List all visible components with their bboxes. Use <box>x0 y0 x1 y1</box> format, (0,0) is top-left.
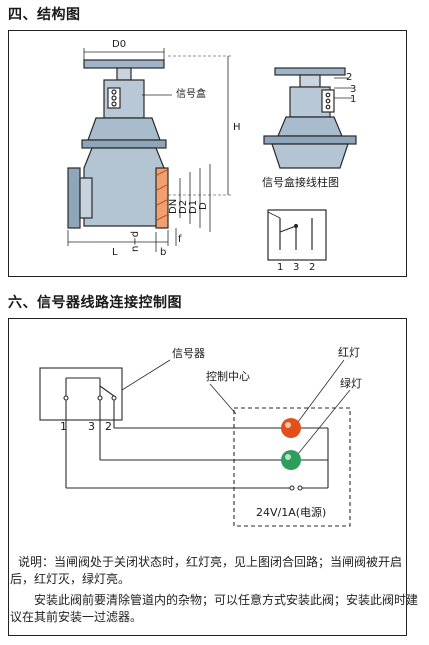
label-bottom-2: 2 <box>309 262 315 273</box>
label-red-light: 红灯 <box>338 346 360 359</box>
label-l: L <box>112 247 118 258</box>
label-b: b <box>160 247 166 258</box>
red-light-leader <box>297 359 345 423</box>
label-dn: DN <box>168 199 179 214</box>
note-line-1: 说明：当闸阀处于关闭状态时，红灯亮，见上图闭合回路；当闸阀被开启后，红灯灭，绿灯… <box>10 555 403 586</box>
section4-heading: 四、结构图 <box>8 7 81 23</box>
power-terminal-right <box>297 485 303 491</box>
terminal-2-point <box>111 395 117 401</box>
terminal-wiring-box <box>267 209 327 261</box>
label-bottom-3: 3 <box>293 262 299 273</box>
right-flange-section <box>155 167 169 229</box>
label-control-center: 控制中心 <box>206 369 250 383</box>
label-d1: D1 <box>188 200 199 214</box>
control-center-box <box>233 407 351 527</box>
signaler-leader <box>121 359 171 391</box>
signaler-box <box>39 367 123 421</box>
label-d: D <box>198 202 209 210</box>
label-f: f <box>178 234 182 245</box>
control-center-leader <box>209 383 237 415</box>
section6-heading: 六、信号器线路连接控制图 <box>8 295 182 311</box>
notes-block: 说明：当闸阀处于关闭状态时，红灯亮，见上图闭合回路；当闸阀被开启后，红灯灭，绿灯… <box>10 554 418 626</box>
label-h: H <box>233 122 241 133</box>
red-light <box>281 418 301 438</box>
green-light <box>281 450 301 470</box>
label-green-light: 绿灯 <box>340 376 362 390</box>
label-power: 24V/1A(电源) <box>256 505 326 519</box>
note-line-2: 安装此阀前要清除管道内的杂物；可以任意方式安装此阀；安装此阀时建议在其前安装一过… <box>10 593 419 624</box>
structure-diagram-panel <box>8 30 407 277</box>
signal-box-terminals <box>107 87 121 109</box>
label-pin-2: 2 <box>346 72 352 83</box>
label-bottom-1: 1 <box>277 262 283 273</box>
label-pin-3: 3 <box>350 84 356 95</box>
label-terminal-1: 1 <box>60 420 67 433</box>
terminal-3-point <box>97 395 103 401</box>
label-n-d: n−d <box>130 231 141 252</box>
label-signal-box: 信号盒 <box>176 87 206 100</box>
side-terminal-box <box>321 89 335 113</box>
label-pin-1: 1 <box>350 94 356 105</box>
label-d0: D0 <box>112 39 126 50</box>
green-light-leader <box>297 389 351 455</box>
label-terminal-3: 3 <box>88 420 95 433</box>
terminal-1-point <box>63 395 69 401</box>
power-terminal-left <box>289 485 295 491</box>
label-terminal-diagram: 信号盒接线柱图 <box>262 175 339 189</box>
wiring-control-panel <box>8 318 407 636</box>
label-signaler: 信号器 <box>172 347 205 360</box>
label-terminal-2: 2 <box>105 420 112 433</box>
side-body <box>271 143 349 169</box>
label-d2: D2 <box>178 200 189 214</box>
